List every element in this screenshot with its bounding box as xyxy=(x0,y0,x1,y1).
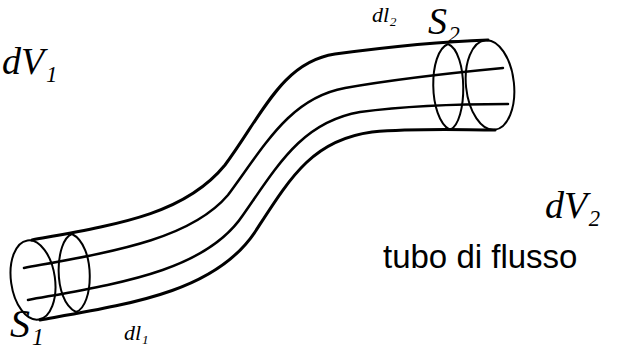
streamline xyxy=(24,68,503,268)
section-ellipse xyxy=(59,234,90,312)
section-label: S₂ xyxy=(428,2,460,40)
caption-label: tubo di flusso xyxy=(383,240,577,273)
length-label: dl₁ xyxy=(124,322,149,344)
length-label: dl₂ xyxy=(372,4,397,26)
section-ellipse xyxy=(461,38,518,133)
volume-label: dV₂ xyxy=(545,186,600,224)
volume-label: dV₁ xyxy=(2,42,57,80)
tube-wall xyxy=(32,40,488,240)
section-label: S₁ xyxy=(10,304,44,344)
tube-wall xyxy=(40,130,495,321)
section-ellipse xyxy=(433,44,463,130)
